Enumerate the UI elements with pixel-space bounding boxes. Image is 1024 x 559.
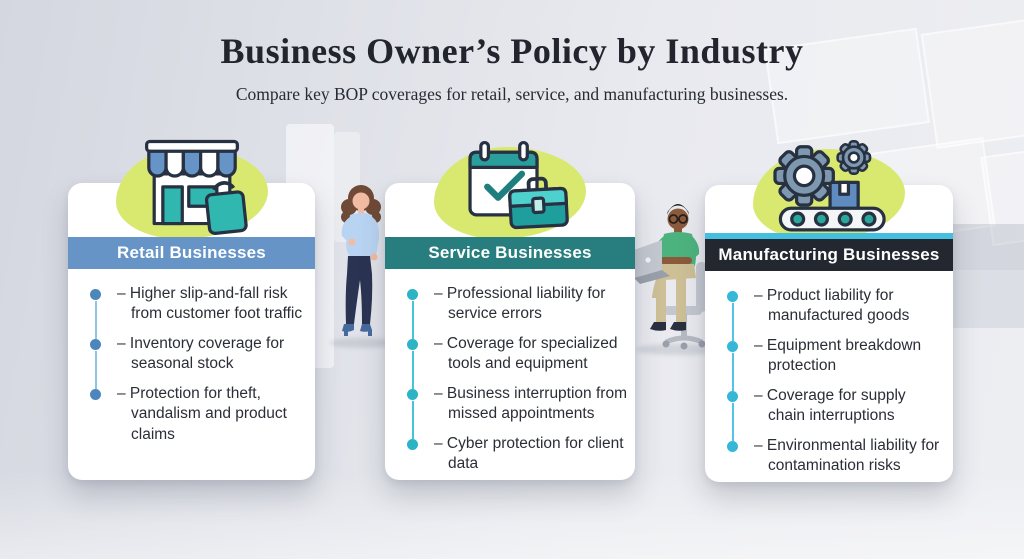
- coverage-bullet: – Equipment breakdown protection: [727, 336, 945, 391]
- background-shelf: [948, 224, 1024, 270]
- coverage-bullet: – Coverage for specialized tools and equ…: [407, 334, 627, 389]
- card-header: Service Businesses: [385, 237, 635, 269]
- coverage-bullet: – Coverage for supply chain interruption…: [727, 386, 945, 441]
- calendar-briefcase-icon: [468, 140, 569, 230]
- coverage-list: – Professional liability for service err…: [407, 284, 627, 484]
- gears-conveyor-icon: [773, 140, 886, 232]
- background-shelf: [952, 270, 1024, 328]
- wall-tile: [980, 143, 1024, 247]
- page-title: Business Owner’s Policy by Industry: [220, 31, 804, 71]
- header-accent-strip: [705, 233, 953, 239]
- man-shadow: [636, 344, 722, 355]
- seated-man-with-laptop-illustration: [634, 204, 707, 350]
- coverage-bullet: – Business interruption from missed appo…: [407, 384, 627, 439]
- coverage-list: – Product liability for manufactured goo…: [727, 286, 945, 486]
- page-subtitle: Compare key BOP coverages for retail, se…: [235, 84, 789, 104]
- coverage-bullet: – Inventory coverage for seasonal stock: [90, 334, 307, 389]
- service-icon-cluster: [422, 135, 598, 243]
- retail-card: Retail Businesses – Higher slip-and-fall…: [68, 139, 315, 480]
- service-card: Service Businesses – Professional liabil…: [385, 140, 635, 480]
- coverage-bullet: – Product liability for manufactured goo…: [727, 286, 945, 341]
- coverage-bullet: – Professional liability for service err…: [407, 284, 627, 339]
- coverage-bullet: – Protection for theft, vandalism and pr…: [90, 384, 307, 445]
- coverage-bullet: – Cyber protection for client data: [407, 434, 627, 475]
- card-header: Manufacturing Businesses: [705, 239, 953, 271]
- manufacturing-icon-cluster: [741, 137, 917, 245]
- coverage-bullet: – Environmental liability for contaminat…: [727, 436, 945, 477]
- coverage-bullet: – Higher slip-and-fall risk from custome…: [90, 284, 307, 339]
- coverage-list: – Higher slip-and-fall risk from custome…: [90, 284, 307, 454]
- storefront-icon: [144, 139, 248, 235]
- retail-icon-cluster: [104, 135, 280, 243]
- woman-shadow: [330, 338, 394, 348]
- card-header: Retail Businesses: [68, 237, 315, 269]
- manufacturing-card: Manufacturing Businesses – Product liabi…: [705, 140, 953, 482]
- standing-woman-illustration: [341, 185, 381, 336]
